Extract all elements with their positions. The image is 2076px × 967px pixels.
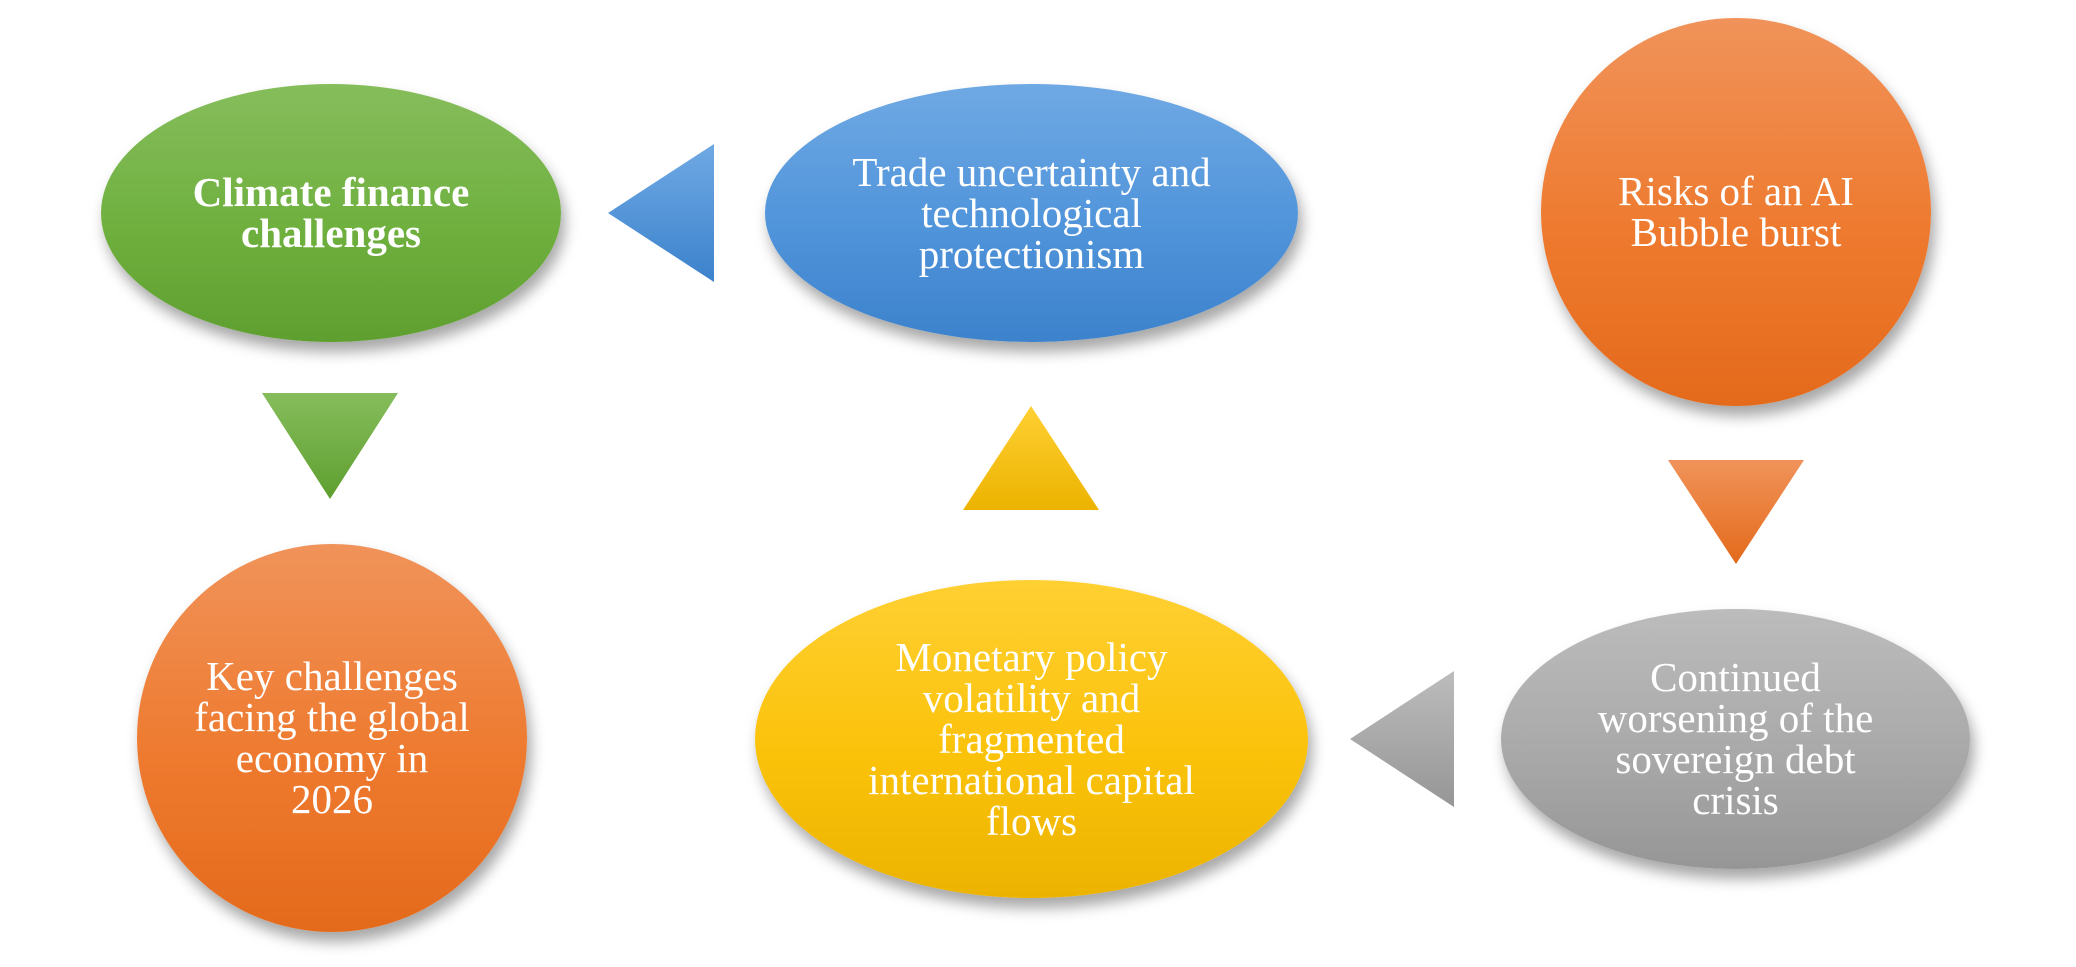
node-monetary-policy: Monetary policy volatility and fragmente… xyxy=(755,580,1308,898)
arrow-left-blue xyxy=(608,144,714,282)
node-key-challenges-2026: Key challenges facing the global economy… xyxy=(137,544,527,932)
node-climate-finance-challenges: Climate finance challenges xyxy=(101,84,561,342)
node-label: Trade uncertainty and technological prot… xyxy=(852,148,1211,277)
arrow-down-orange xyxy=(1668,460,1804,564)
node-trade-uncertainty: Trade uncertainty and technological prot… xyxy=(765,84,1298,342)
arrow-up-yellow xyxy=(963,406,1099,510)
node-label: Monetary policy volatility and fragmente… xyxy=(868,633,1195,844)
node-sovereign-debt-crisis: Continued worsening of the sovereign deb… xyxy=(1501,609,1970,869)
node-ai-bubble-risks: Risks of an AI Bubble burst xyxy=(1541,18,1931,406)
node-label: Key challenges facing the global economy… xyxy=(194,653,470,822)
arrow-down-green xyxy=(262,393,398,499)
node-label: Risks of an AI Bubble burst xyxy=(1618,168,1854,255)
arrow-left-gray xyxy=(1350,671,1454,807)
node-label: Climate finance challenges xyxy=(192,169,470,256)
node-label: Continued worsening of the sovereign deb… xyxy=(1597,654,1874,823)
